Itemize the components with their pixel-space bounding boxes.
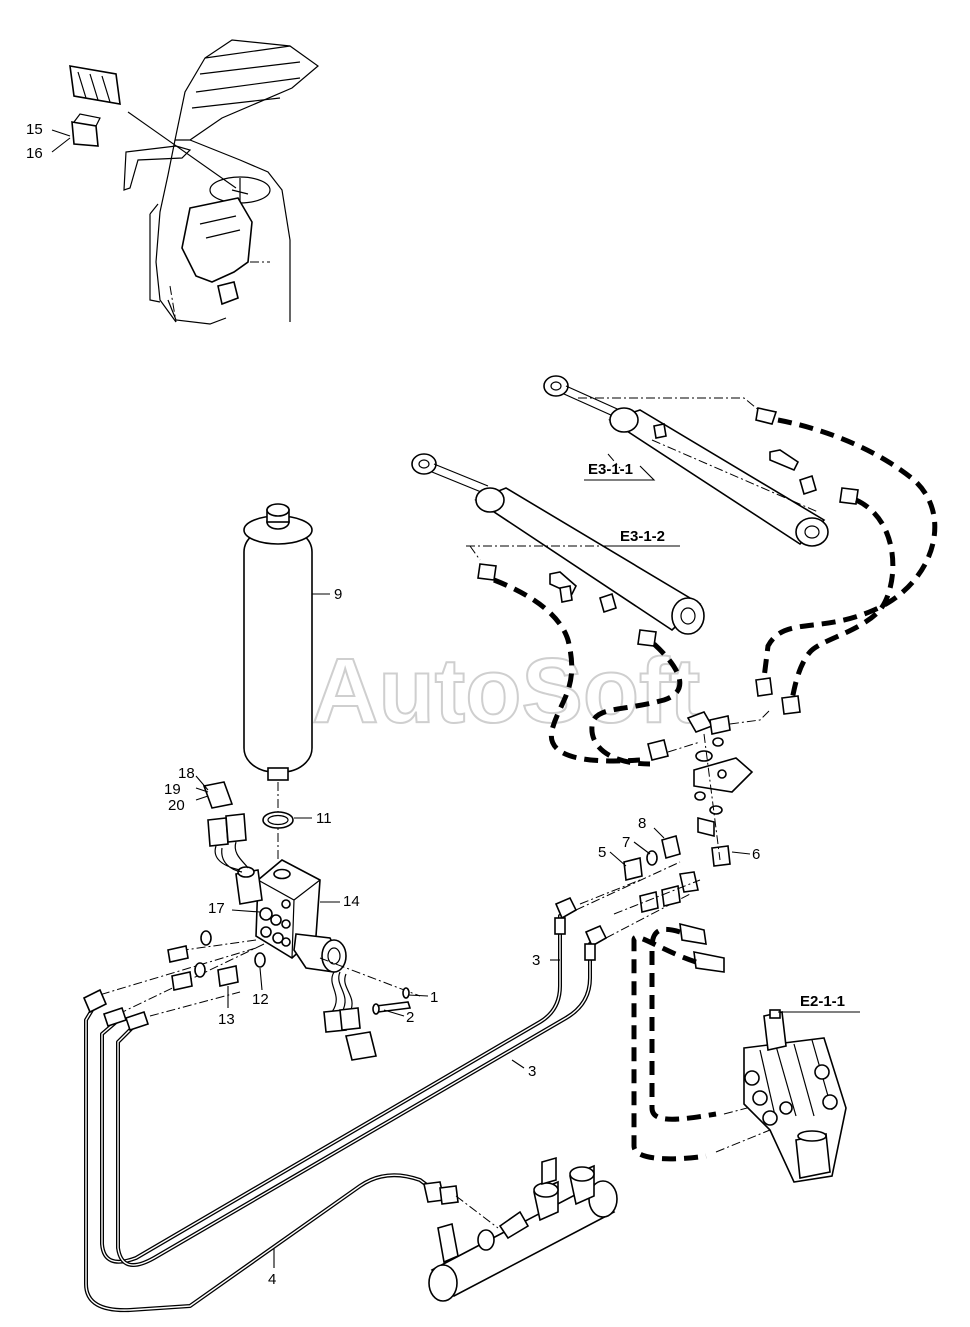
callout-2: 2 <box>406 1009 414 1026</box>
hose-assembly <box>82 896 608 1313</box>
o-ring <box>262 811 294 829</box>
valve-hose-b <box>631 934 707 1162</box>
steering-cylinder <box>428 1156 618 1302</box>
tee-fittings <box>647 677 801 867</box>
valve-block <box>235 859 347 973</box>
callout-6: 6 <box>752 846 760 863</box>
callout-15: 15 <box>26 121 43 138</box>
valve-hose-a <box>649 926 717 1122</box>
callout-11: 11 <box>316 810 332 827</box>
block-fittings <box>167 930 266 991</box>
lift-hose-c <box>493 577 641 764</box>
lift-hose-b <box>789 497 896 701</box>
control-valve <box>743 1009 847 1183</box>
callout-13: 13 <box>218 1011 235 1028</box>
callout-5: 5 <box>598 844 606 861</box>
lift-cylinder-lower <box>411 453 705 635</box>
callout-17: 17 <box>208 900 225 917</box>
lift-cylinder-upper <box>543 375 829 547</box>
callout-3a: 3 <box>532 952 540 969</box>
callout-1: 1 <box>430 989 438 1006</box>
callout-20: 20 <box>168 797 185 814</box>
callout-4: 4 <box>268 1271 276 1288</box>
watermark: AutoSoft <box>312 640 700 742</box>
lift-fittings <box>477 407 859 647</box>
lower-connectors <box>323 971 377 1061</box>
callout-19: 19 <box>164 781 181 798</box>
callout-16: 16 <box>26 145 43 162</box>
valve-feed-hoses <box>679 922 725 973</box>
bolt <box>372 987 412 1015</box>
callout-18: 18 <box>178 765 195 782</box>
cab-illustration <box>123 39 319 325</box>
ref-e2-1-1: E2-1-1 <box>800 993 845 1010</box>
callout-14: 14 <box>343 893 360 910</box>
lift-hose-a <box>761 417 938 679</box>
fittings-5-8 <box>623 834 699 913</box>
callout-8: 8 <box>638 815 646 832</box>
ref-e3-1-2: E3-1-2 <box>620 528 665 545</box>
callout-3b: 3 <box>528 1063 536 1080</box>
rocker-switch <box>69 65 121 147</box>
callout-12: 12 <box>252 991 269 1008</box>
callout-7: 7 <box>622 834 630 851</box>
upper-connectors <box>202 781 249 873</box>
ref-e3-1-1: E3-1-1 <box>588 461 633 478</box>
callout-9: 9 <box>334 586 342 603</box>
lift-hose-d <box>589 642 683 767</box>
accumulator-cylinder <box>243 503 313 781</box>
